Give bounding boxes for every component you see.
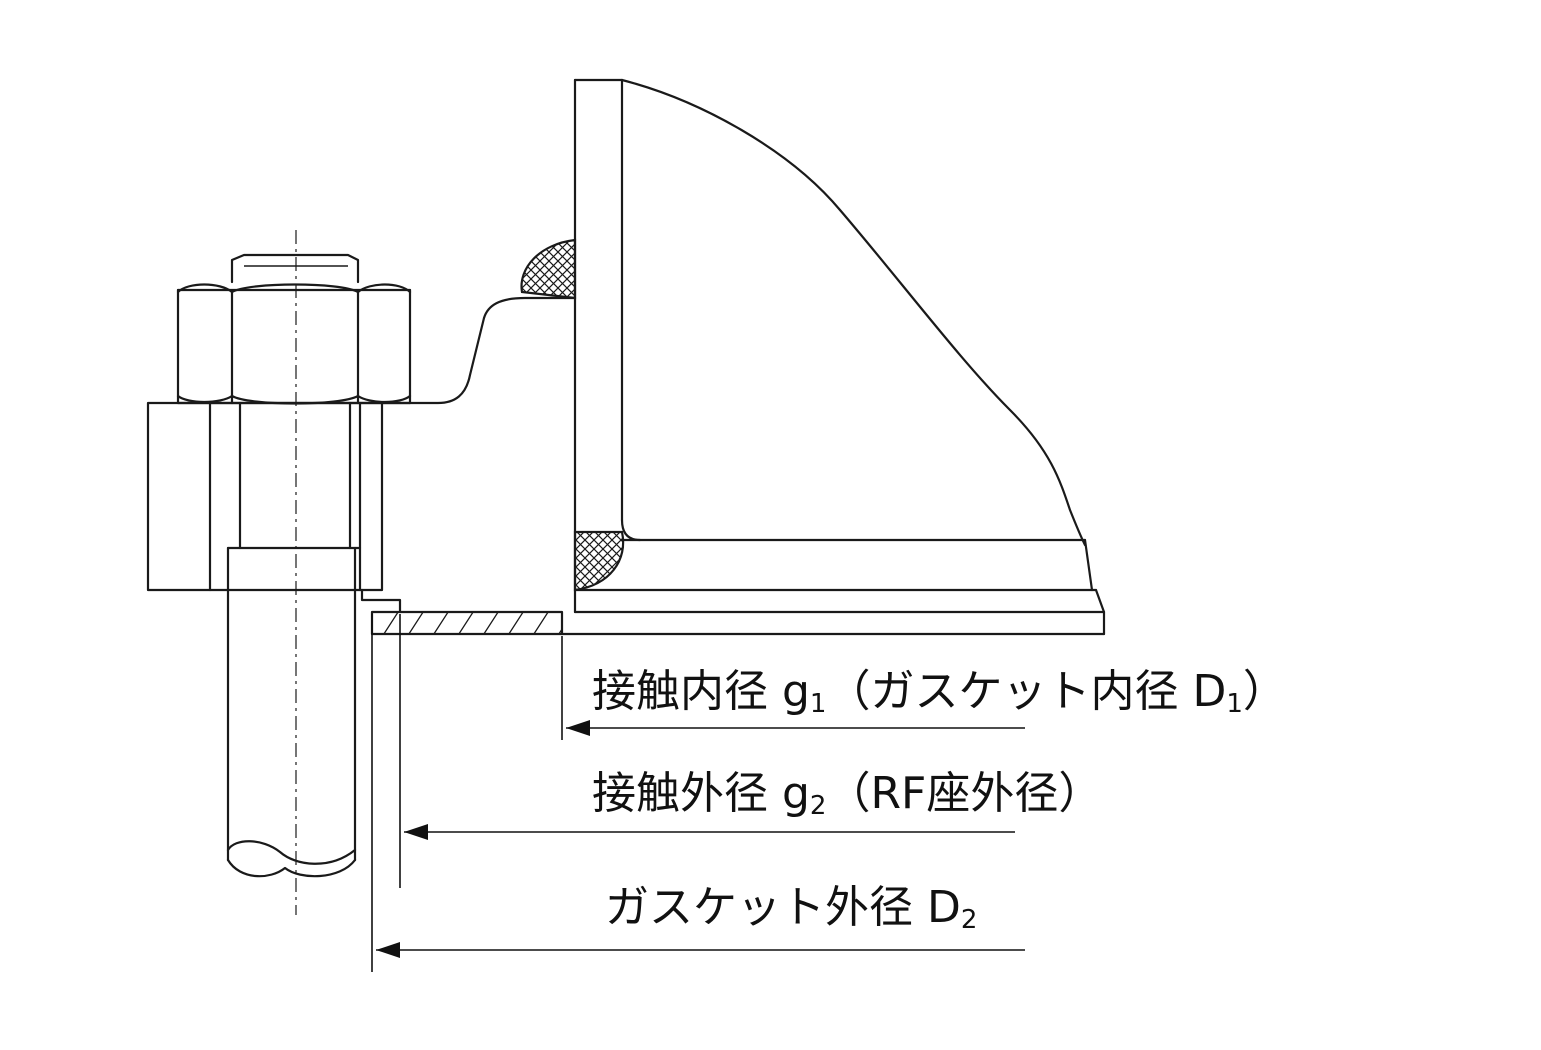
label-inner-sub2: 1 [1226, 689, 1243, 719]
flange-hub [380, 296, 577, 405]
dimension-arrow-inner [566, 720, 1025, 736]
dimension-arrow-gasket [376, 942, 1025, 958]
label-gasket-outer-diameter: ガスケット外径 D2 [605, 882, 977, 935]
flange-body [560, 78, 1106, 636]
label-inner-end: ） [1243, 666, 1287, 717]
label-inner-rest: （ガスケット内径 D [826, 666, 1226, 717]
dimension-arrow-outer [404, 824, 1015, 840]
label-outer-main: 接触外径 g [592, 768, 810, 819]
gasket [360, 588, 564, 636]
label-gasket-sub: 2 [961, 905, 978, 935]
label-contact-inner-diameter: 接触内径 g1（ガスケット内径 D1） [592, 666, 1287, 719]
label-outer-rest: （RF座外径） [826, 768, 1102, 819]
label-inner-main: 接触内径 g [592, 666, 810, 717]
bolt-assembly [146, 230, 412, 915]
lower-weld [573, 530, 625, 592]
label-contact-outer-diameter: 接触外径 g2（RF座外径） [592, 768, 1102, 821]
dimension-extension-lines [371, 614, 563, 972]
upper-weld [520, 238, 577, 300]
label-outer-sub: 2 [810, 791, 827, 821]
label-inner-sub: 1 [810, 689, 827, 719]
label-gasket-main: ガスケット外径 D [605, 882, 961, 933]
